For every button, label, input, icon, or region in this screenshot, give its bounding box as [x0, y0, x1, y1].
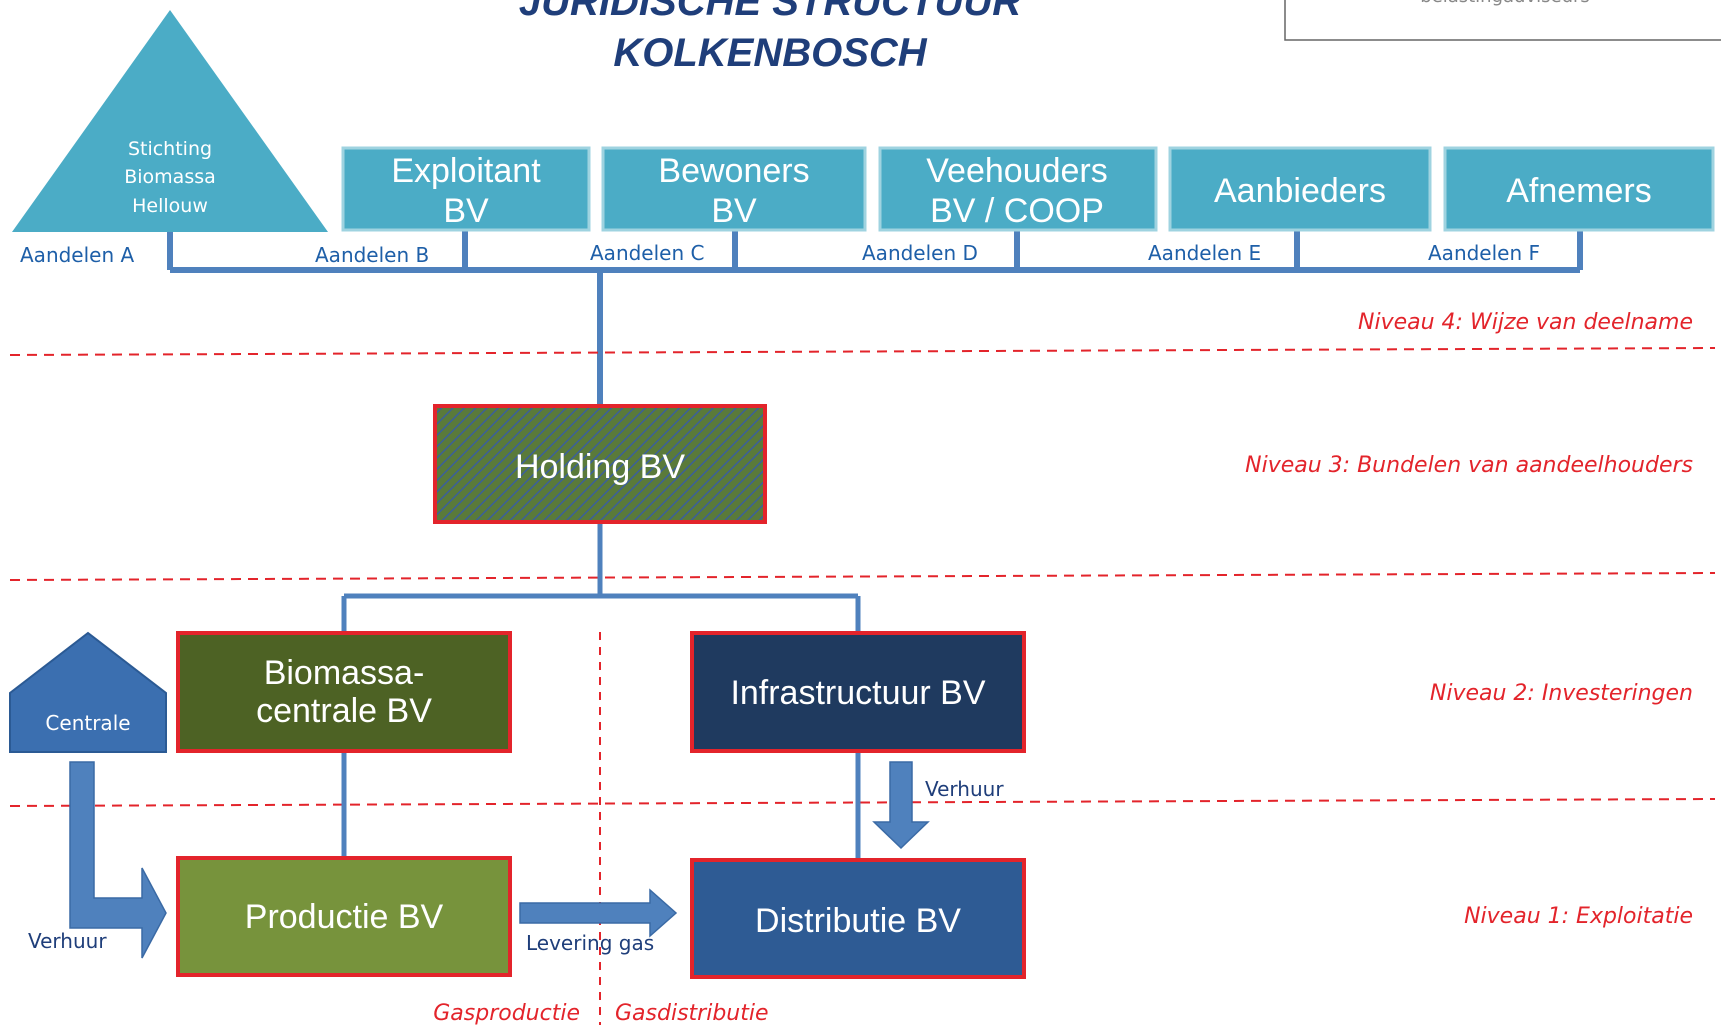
shareholder-veehouders: Veehouders BV / COOP [878, 146, 1158, 232]
productie-label: Productie BV [245, 898, 444, 936]
share-label-c: Aandelen C [590, 241, 704, 265]
infrastructuur-label: Infrastructuur BV [730, 674, 985, 712]
exploitant-line-1: Exploitant [391, 152, 541, 190]
distributie-label: Distributie BV [755, 902, 961, 940]
level-2-label: Niveau 2: Investeringen [1430, 681, 1693, 706]
share-label-e: Aandelen E [1148, 241, 1261, 265]
stichting-line-2: Biomassa [124, 166, 216, 188]
biomassa-centrale-box: Biomassa- centrale BV [176, 631, 512, 753]
afnemers-label: Afnemers [1506, 172, 1652, 210]
bewoners-line-2: BV [711, 192, 757, 230]
holding-connectors [341, 522, 861, 860]
verhuur-arrow-left [69, 761, 167, 959]
bewoners-line-1: Bewoners [658, 152, 809, 190]
distributie-box: Distributie BV [690, 858, 1026, 979]
levering-label: Levering gas [526, 931, 654, 955]
title-line-2: KOLKENBOSCH [613, 31, 927, 75]
share-label-b: Aandelen B [315, 243, 429, 267]
stichting-line-3: Hellouw [132, 195, 208, 217]
share-label-d: Aandelen D [862, 241, 978, 265]
veehouders-line-1: Veehouders [926, 152, 1108, 190]
infrastructuur-box: Infrastructuur BV [690, 631, 1026, 753]
level-3-label: Niveau 3: Bundelen van aandeelhouders [1245, 453, 1693, 478]
levering-arrow [519, 888, 678, 938]
level-4-label: Niveau 4: Wijze van deelname [1358, 310, 1693, 335]
holding-label: Holding BV [515, 448, 685, 486]
verhuur-left-label: Verhuur [28, 929, 107, 953]
share-label-a: Aandelen A [20, 243, 135, 267]
gasdistributie-label: Gasdistributie [615, 1001, 769, 1025]
centrale-house: Centrale [9, 631, 167, 753]
logo-text: belastingadviseurs [1420, 0, 1590, 7]
verhuur-arrow-down [872, 761, 930, 850]
triangle-shape [12, 10, 328, 232]
biomassa-line-2: centrale BV [256, 692, 432, 730]
verhuur-right-label: Verhuur [925, 777, 1004, 801]
shareholder-stichting: Stichting Biomassa Hellouw [12, 10, 328, 232]
shareholder-connectors [167, 230, 1583, 408]
shareholder-afnemers: Afnemers [1443, 146, 1715, 232]
logo-box [1284, 0, 1721, 41]
productie-box: Productie BV [176, 856, 512, 977]
shareholder-exploitant: Exploitant BV [341, 146, 591, 232]
level-1-label: Niveau 1: Exploitatie [1464, 904, 1693, 929]
stichting-line-1: Stichting [128, 138, 212, 160]
gasproductie-label: Gasproductie [433, 1001, 580, 1025]
exploitant-line-2: BV [443, 192, 489, 230]
veehouders-line-2: BV / COOP [930, 192, 1104, 230]
holding-box: Holding BV [433, 404, 767, 524]
shareholder-aanbieders: Aanbieders [1168, 146, 1432, 232]
level-dividers [9, 347, 1716, 807]
share-label-f: Aandelen F [1428, 241, 1540, 265]
biomassa-line-1: Biomassa- [264, 654, 425, 692]
title-line-1: JURIDISCHE STRUCTUUR [519, 0, 1021, 24]
aanbieders-label: Aanbieders [1214, 172, 1386, 210]
centrale-label: Centrale [45, 711, 130, 735]
shareholder-bewoners: Bewoners BV [601, 146, 867, 232]
